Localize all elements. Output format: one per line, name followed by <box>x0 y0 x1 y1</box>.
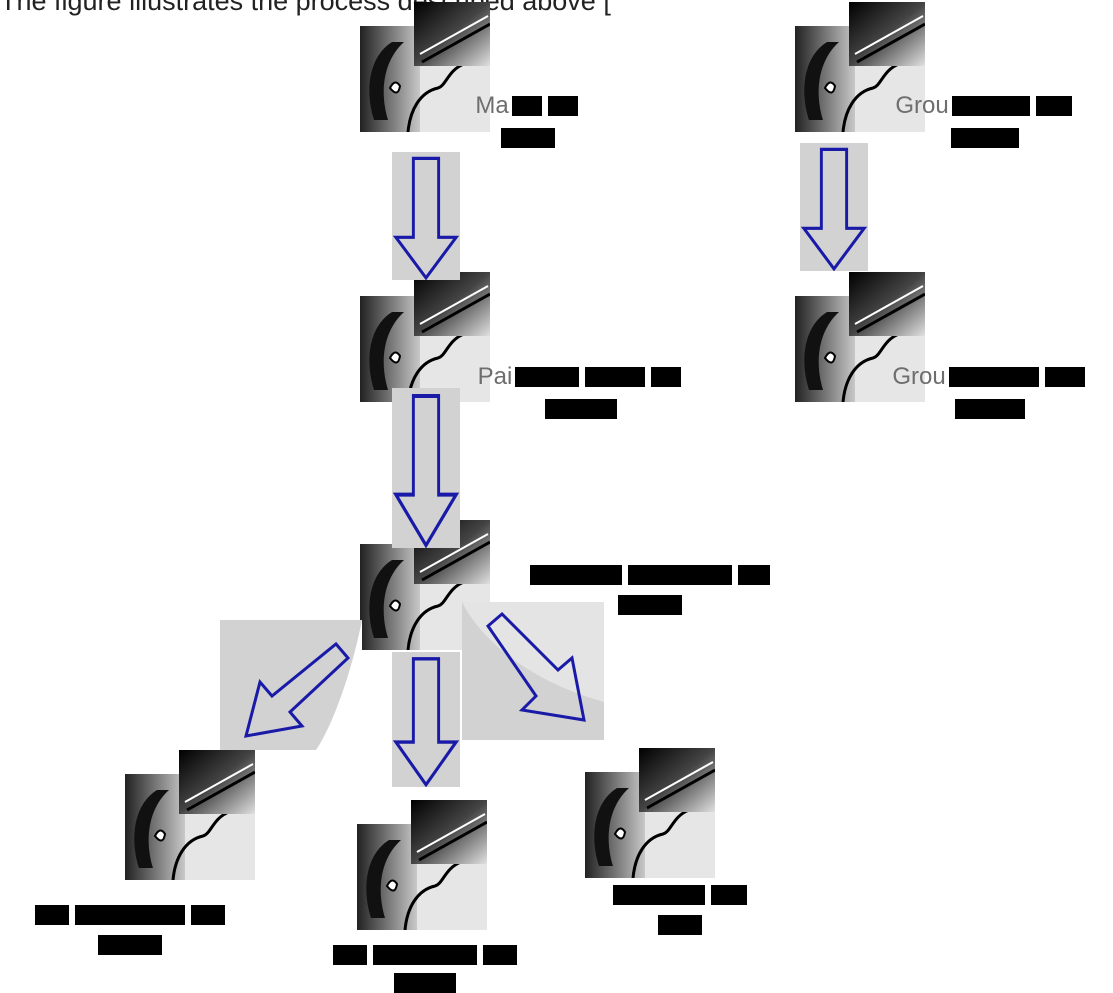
label-group-master-key: Grou <box>870 94 1100 148</box>
label-pairwise-transient-key <box>510 565 790 615</box>
label-key-confirmation-key <box>10 905 250 955</box>
label-pairwise-master-key: Pai <box>466 365 696 419</box>
label-group-temporal-key: Grou <box>870 365 1110 419</box>
arrow-diag-transient-to-kck <box>220 620 362 750</box>
label-master-key: Ma <box>458 94 598 148</box>
figure-caption-partial: The figure illustrates the process descr… <box>0 0 611 16</box>
label-master-key-prefix: Ma <box>475 92 509 119</box>
label-key-encryption-key <box>310 945 540 993</box>
arrow-down-transient-to-kek <box>392 652 460 787</box>
key-icon-temporal <box>585 748 715 878</box>
arrow-down-pairwise-master-to-transient <box>392 388 460 548</box>
key-icon-key-encryption <box>357 800 487 930</box>
label-group-master-key-prefix: Grou <box>895 92 949 119</box>
label-pairwise-master-key-prefix: Pai <box>477 363 513 390</box>
arrow-down-master-to-pairwise <box>392 152 460 280</box>
arrow-down-group-master-to-group-temporal <box>800 143 868 271</box>
arrow-diag-transient-to-temporal <box>462 602 604 740</box>
label-group-temporal-key-prefix: Grou <box>892 363 946 390</box>
label-temporal-key <box>590 885 770 935</box>
key-icon-key-confirmation <box>125 750 255 880</box>
